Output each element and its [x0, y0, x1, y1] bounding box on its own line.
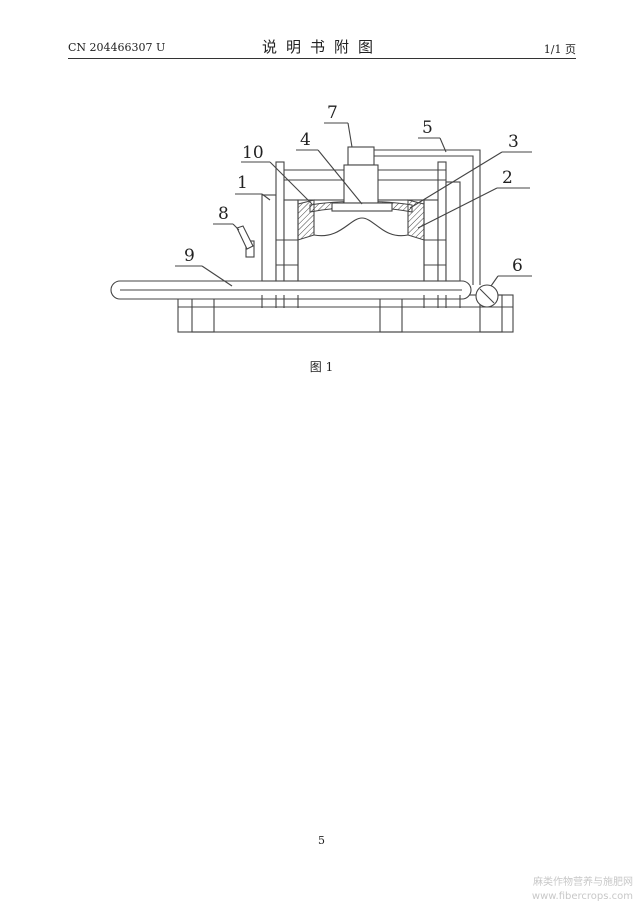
motor — [475, 284, 499, 308]
handle — [236, 225, 255, 258]
page-header: CN 204466307 U 说明书附图 1/1 页 — [68, 38, 576, 58]
document-title: 说明书附图 — [261, 38, 382, 56]
page-number: 5 — [318, 834, 325, 847]
watermark-line-1: 麻类作物营养与施肥网 — [533, 877, 633, 888]
mold-body — [297, 199, 425, 282]
patent-drawing: 1 2 3 4 5 6 7 8 9 — [100, 100, 540, 340]
callout-9: 9 — [184, 246, 195, 266]
header-rule — [68, 58, 576, 59]
callout-7: 7 — [327, 103, 338, 123]
callout-4: 4 — [300, 130, 311, 150]
callout-3: 3 — [508, 132, 519, 152]
callout-10: 10 — [242, 143, 264, 163]
right-column — [423, 161, 461, 308]
base-frame — [177, 294, 514, 333]
callout-5: 5 — [422, 118, 433, 138]
callout-2: 2 — [502, 168, 513, 188]
watermark: 麻类作物营养与施肥网 www.fibercrops.com — [532, 876, 633, 904]
publication-number: CN 204466307 U — [68, 41, 166, 54]
press-head — [331, 146, 393, 212]
figure-caption: 图 1 — [309, 360, 334, 374]
callout-6: 6 — [512, 256, 523, 276]
callout-1: 1 — [237, 173, 248, 193]
callouts: 1 2 3 4 5 6 7 8 9 — [175, 103, 532, 287]
page-count: 1/1 页 — [543, 43, 576, 56]
watermark-line-2: www.fibercrops.com — [531, 891, 633, 902]
left-column — [261, 161, 299, 308]
machine-drawing-svg: 1 2 3 4 5 6 7 8 9 — [110, 103, 532, 333]
conveyor-belt — [110, 280, 472, 300]
callout-8: 8 — [218, 204, 229, 224]
